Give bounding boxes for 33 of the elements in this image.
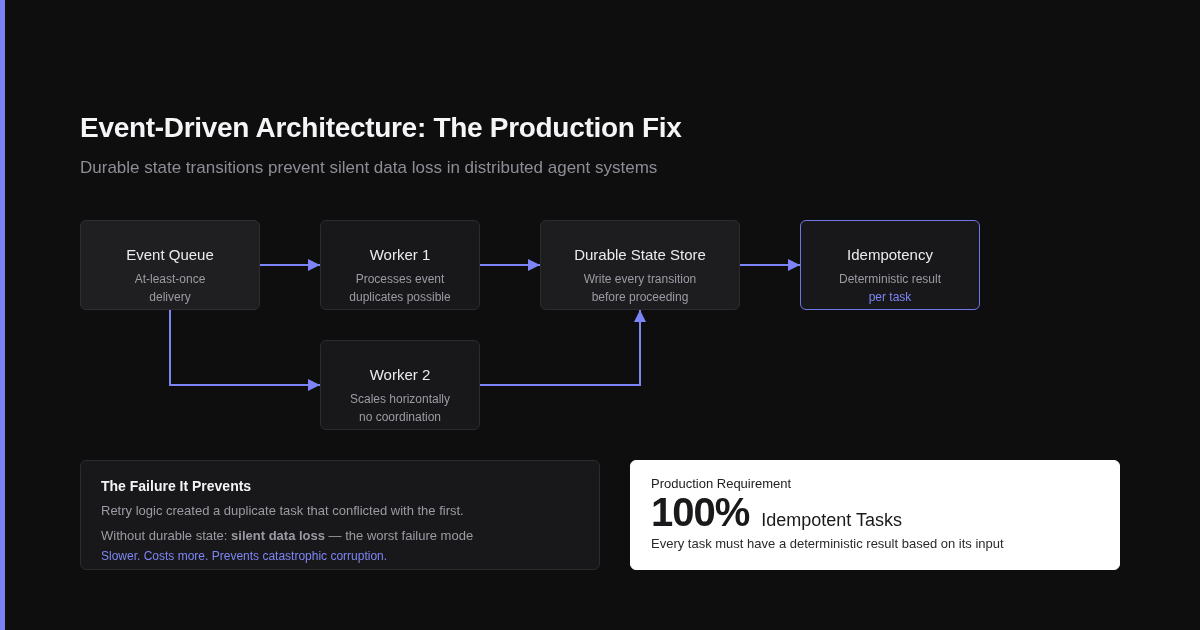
stat-label: Idempotent Tasks: [761, 509, 903, 531]
node-description: Write every transition before proceeding: [582, 271, 698, 306]
process-box: [800, 220, 980, 310]
arrow: [169, 309, 321, 391]
node-title: Worker 2: [369, 366, 431, 384]
process-box: [320, 220, 480, 310]
stat-value: 100%: [651, 492, 750, 532]
node-title: Event Queue: [126, 246, 214, 264]
requirement-card: [630, 460, 1120, 570]
process-box: [80, 220, 260, 310]
card-heading: The Failure It Prevents: [101, 477, 252, 495]
card-text: Retry logic created a duplicate task that conflicted with the first.: [101, 502, 464, 520]
node-title: Durable State Store: [574, 246, 706, 264]
node-title: Idempotency: [847, 246, 933, 264]
diagram-title: Event-Driven Architecture: The Production Fix: [80, 111, 682, 145]
card-note: Slower. Costs more. Prevents catastrophic corruption.: [101, 548, 388, 564]
arrow: [479, 309, 646, 386]
arrow: [739, 259, 801, 271]
process-box: [540, 220, 740, 310]
card-text: Every task must have a deterministic result based on its input: [651, 536, 1004, 552]
node-description: per task: [868, 289, 912, 306]
info-card: [80, 460, 600, 570]
process-box: [320, 340, 480, 430]
node-description: Deterministic result: [839, 271, 941, 288]
arrow: [479, 259, 541, 271]
node-description: At-least-once delivery: [133, 271, 207, 306]
subtitle: Durable state transitions prevent silent data loss in distributed agent systems: [80, 157, 658, 179]
node-description: Processes event duplicates possible: [348, 271, 452, 306]
card-text: Without durable state: silent data loss — the worst failure mode: [101, 527, 474, 545]
arrow: [259, 259, 321, 271]
card-label: Production Requirement: [651, 476, 792, 492]
node-description: Scales horizontally no coordination: [348, 391, 452, 426]
node-title: Worker 1: [369, 246, 431, 264]
